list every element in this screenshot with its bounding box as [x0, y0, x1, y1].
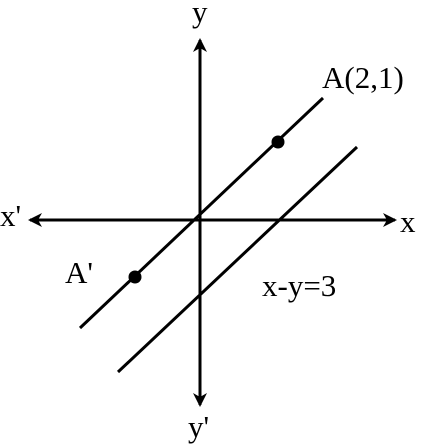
y-prime-axis-label: y' [188, 409, 209, 444]
y-axis-label: y [192, 0, 208, 29]
point-a-prime-label: A' [65, 255, 93, 290]
x-axis-label: x [400, 204, 416, 239]
x-prime-axis-label: x' [0, 198, 21, 233]
point-a-label: A(2,1) [322, 60, 404, 95]
point-a-prime-dot [128, 270, 142, 284]
point-a-dot [271, 135, 285, 149]
line-x-minus-y-equals-3 [116, 145, 359, 374]
equation-label: x-y=3 [262, 268, 336, 303]
line-through-a [78, 96, 325, 330]
